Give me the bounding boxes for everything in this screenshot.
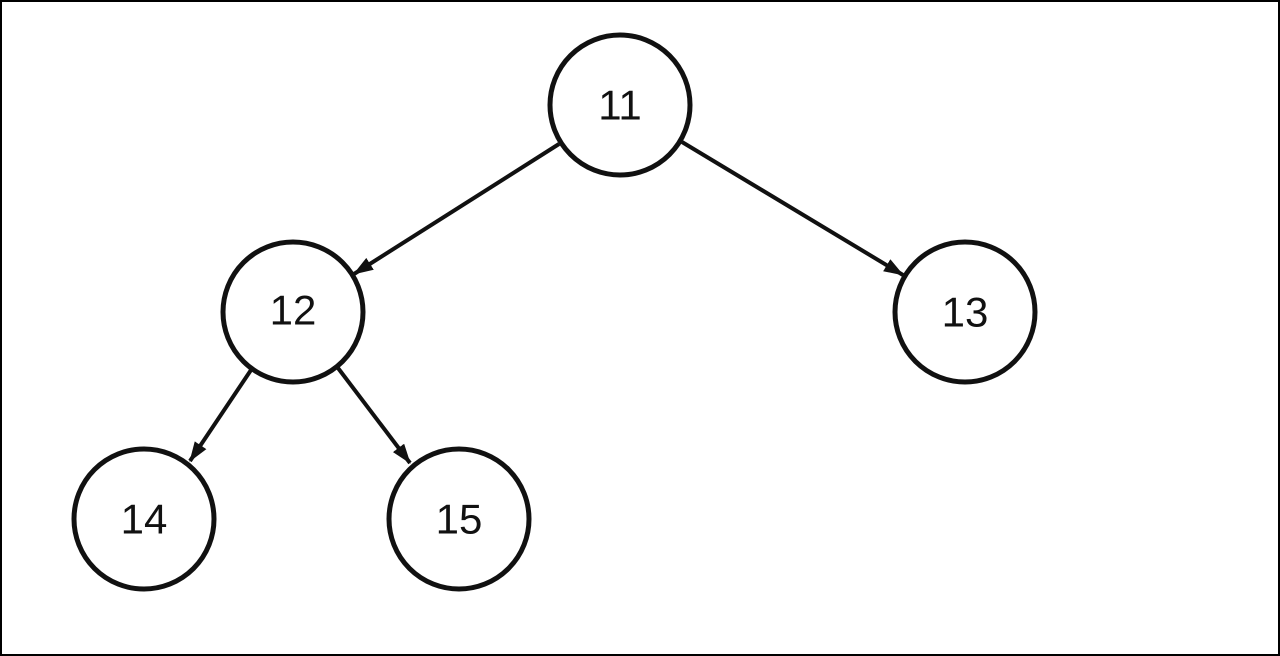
node-circle <box>71 446 217 592</box>
tree-node: 12 <box>220 239 366 385</box>
tree-node: 15 <box>386 446 532 592</box>
node-circle <box>547 32 693 178</box>
node-circle <box>386 446 532 592</box>
node-label: 12 <box>270 287 317 334</box>
edge-12-to-15 <box>336 366 412 465</box>
node-circle <box>892 239 1038 385</box>
node-label: 13 <box>942 289 989 336</box>
tree-node: 14 <box>71 446 217 592</box>
edge-12-to-14 <box>188 368 253 463</box>
edge-11-to-13 <box>680 140 905 277</box>
node-circle <box>220 239 366 385</box>
edge-11-to-12 <box>352 142 561 276</box>
node-label: 14 <box>121 496 168 543</box>
node-label: 15 <box>436 496 483 543</box>
tree-node: 11 <box>547 32 693 178</box>
node-label: 11 <box>598 82 642 129</box>
tree-node: 13 <box>892 239 1038 385</box>
